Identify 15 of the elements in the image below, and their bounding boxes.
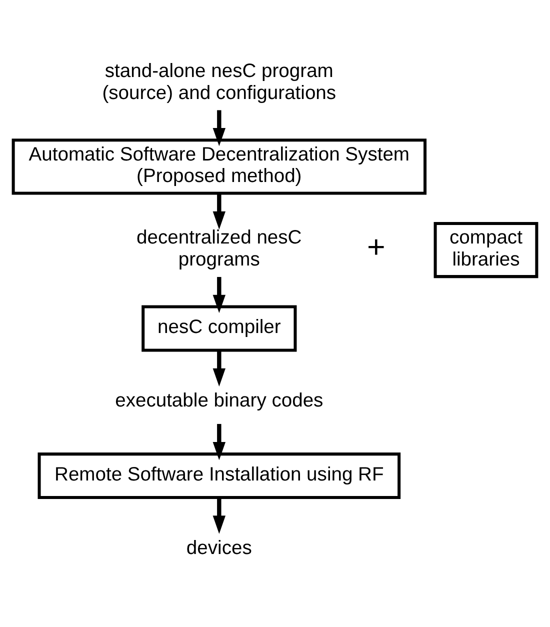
arrow — [212, 193, 226, 229]
node-box: Automatic Software Decentralization System (Proposed method) — [12, 138, 427, 194]
arrow — [212, 276, 226, 312]
node-box: Remote Software Installation using RF — [38, 452, 401, 499]
node-text: stand-alone nesC program (source) and configurations — [102, 60, 336, 104]
node-box: nesC compiler — [142, 304, 297, 352]
arrow — [212, 423, 226, 460]
label: + — [366, 229, 386, 264]
node-box: compact libraries — [434, 221, 538, 278]
node-text: executable binary codes — [115, 390, 324, 412]
arrow — [212, 497, 226, 534]
arrow — [212, 350, 226, 386]
node-text: decentralized nesC programs — [136, 227, 302, 270]
arrow — [212, 110, 226, 146]
node-text: devices — [186, 538, 252, 559]
